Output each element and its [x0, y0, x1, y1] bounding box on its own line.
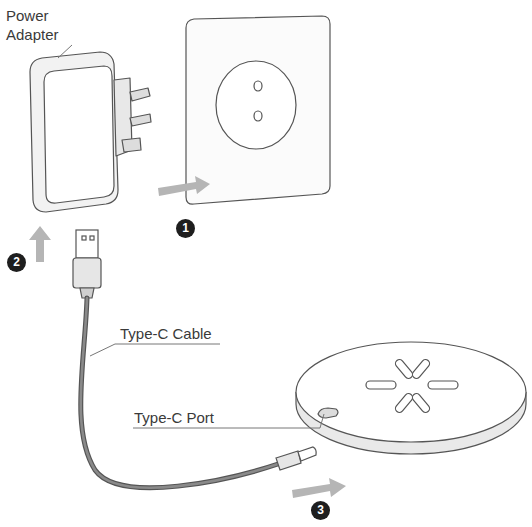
callout-number: 3 — [311, 501, 330, 520]
part-label: Type-C Port — [134, 408, 244, 427]
callout-number: 1 — [176, 219, 195, 238]
cable — [81, 298, 278, 488]
cable — [81, 298, 278, 488]
power-adapter — [30, 52, 151, 212]
leader-line — [58, 45, 72, 58]
wireless-charger — [296, 342, 526, 454]
part-label: Power Adapter — [6, 6, 68, 44]
usb-plug — [73, 230, 101, 298]
wall-socket — [186, 16, 330, 204]
callout-number: 2 — [7, 253, 26, 272]
direction-arrow — [29, 176, 346, 498]
usb-c-plug — [276, 447, 316, 470]
leader-line — [90, 344, 220, 356]
part-label: Type-C Cable — [120, 324, 230, 343]
